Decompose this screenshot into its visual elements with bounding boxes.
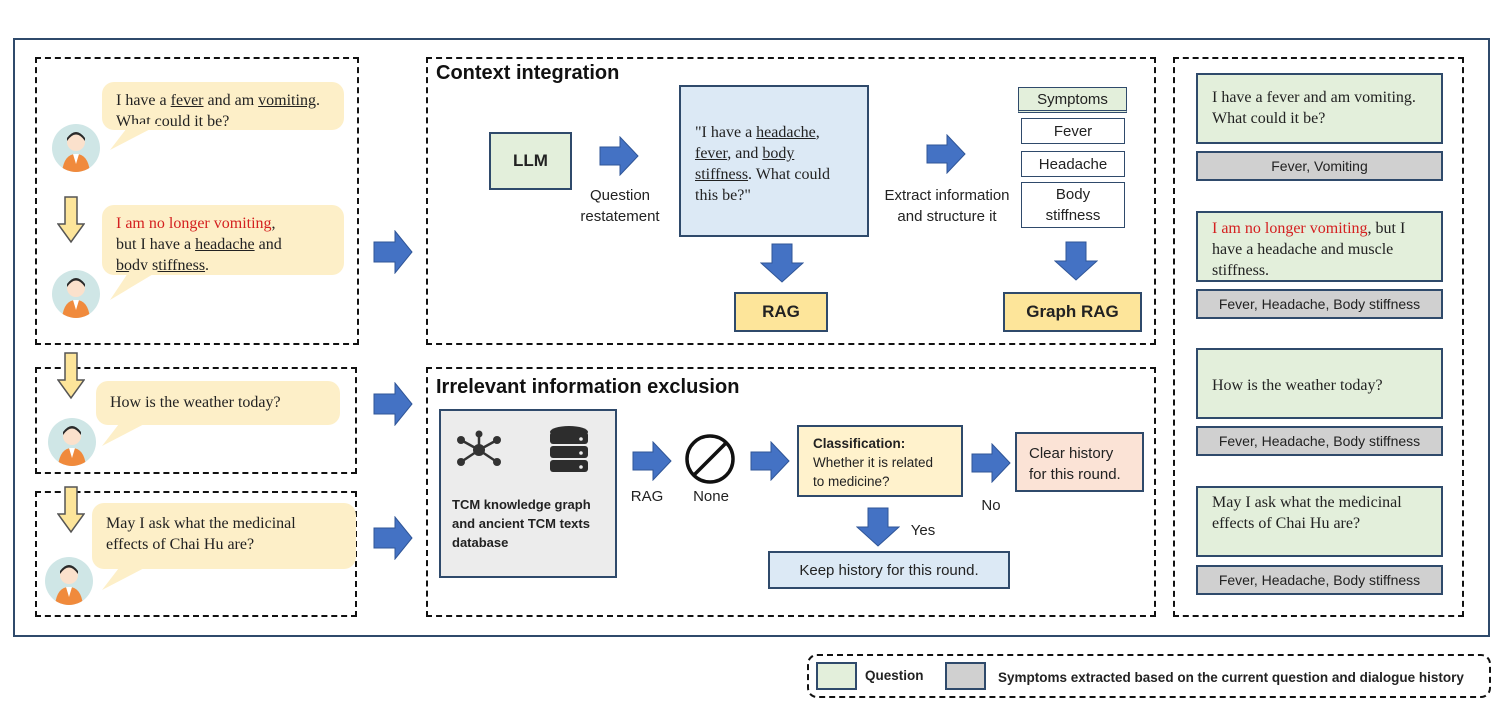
right-arrow-icon [373,516,413,560]
user-question-4-bubble: May I ask what the medicinal effects of … [92,503,356,569]
restated-question-box: "I have a headache, fever, and body stif… [679,85,869,237]
history-question-4: May I ask what the medicinal effects of … [1196,486,1443,557]
history-question-2: I am no longer vomiting, but I have a he… [1196,211,1443,282]
user-question-3-bubble: How is the weather today? [96,381,340,425]
bubble-tail-1 [110,124,160,150]
right-arrow-icon [971,443,1011,483]
symptom-headache: Headache [1021,151,1125,177]
irrelevant-exclusion-title: Irrelevant information exclusion [436,376,740,398]
bubble-tail-2 [110,270,160,300]
history-question-3: How is the weather today? [1196,348,1443,419]
user-avatar-icon [45,557,93,605]
legend-symptoms-swatch [945,662,986,690]
prohibited-icon [685,434,735,484]
rag-box: RAG [734,292,828,332]
knowledge-graph-icon [457,430,501,466]
right-arrow-icon [632,441,672,481]
rag-label: RAG [630,488,664,505]
user-question-2-bubble: I am no longer vomiting, but I have a he… [102,205,344,275]
bubble-tail-3 [102,420,152,446]
dialogue-group-3 [35,491,357,617]
legend [807,654,1491,698]
history-panel [1173,57,1464,617]
history-symptoms-1: Fever, Vomiting [1196,151,1443,181]
yellow-down-arrow-icon [57,196,85,244]
history-symptoms-4: Fever, Headache, Body stiffness [1196,565,1443,595]
user-avatar-icon [52,124,100,172]
context-integration-title: Context integration [436,62,620,84]
right-arrow-icon [750,441,790,481]
history-question-1: I have a fever and am vomiting. What cou… [1196,73,1443,144]
dialogue-group-2 [35,367,357,474]
symptom-fever: Fever [1021,118,1125,144]
yellow-down-arrow-icon [57,486,85,534]
no-label: No [981,497,1001,514]
outer-frame [13,38,1490,637]
classification-text: Whether it is related to medicine? [813,455,934,489]
down-arrow-icon [760,243,804,283]
tcm-database-label: TCM knowledge graph and ancient TCM text… [452,497,591,550]
right-arrow-icon [373,230,413,274]
right-arrow-icon [599,136,639,176]
bubble-tail-4 [102,564,152,590]
right-arrow-icon [373,382,413,426]
legend-symptoms-label: Symptoms extracted based on the current … [998,670,1464,685]
classification-box: Classification: Whether it is related to… [797,425,963,497]
legend-question-label: Question [865,668,924,683]
context-integration-panel [426,57,1156,345]
legend-question-swatch [816,662,857,690]
yellow-down-arrow-icon [57,352,85,400]
keep-history-box: Keep history for this round. [768,551,1010,589]
user-avatar-icon [48,418,96,466]
dialogue-group-1 [35,57,359,345]
database-icon [550,426,588,472]
user-avatar-icon [52,270,100,318]
symptoms-header: Symptoms [1018,87,1127,113]
history-symptoms-3: Fever, Headache, Body stiffness [1196,426,1443,456]
classification-title: Classification: [813,436,906,451]
down-arrow-icon [1054,241,1098,281]
yes-label: Yes [910,522,936,539]
history-symptoms-2: Fever, Headache, Body stiffness [1196,289,1443,319]
irrelevant-exclusion-panel [426,367,1156,617]
down-arrow-icon [856,507,900,547]
none-label: None [693,488,729,505]
graph-rag-box: Graph RAG [1003,292,1142,332]
clear-history-box: Clear history for this round. [1015,432,1144,492]
symptom-body-stiffness: Body stiffness [1021,182,1125,228]
right-arrow-icon [926,134,966,174]
llm-box: LLM [489,132,572,190]
